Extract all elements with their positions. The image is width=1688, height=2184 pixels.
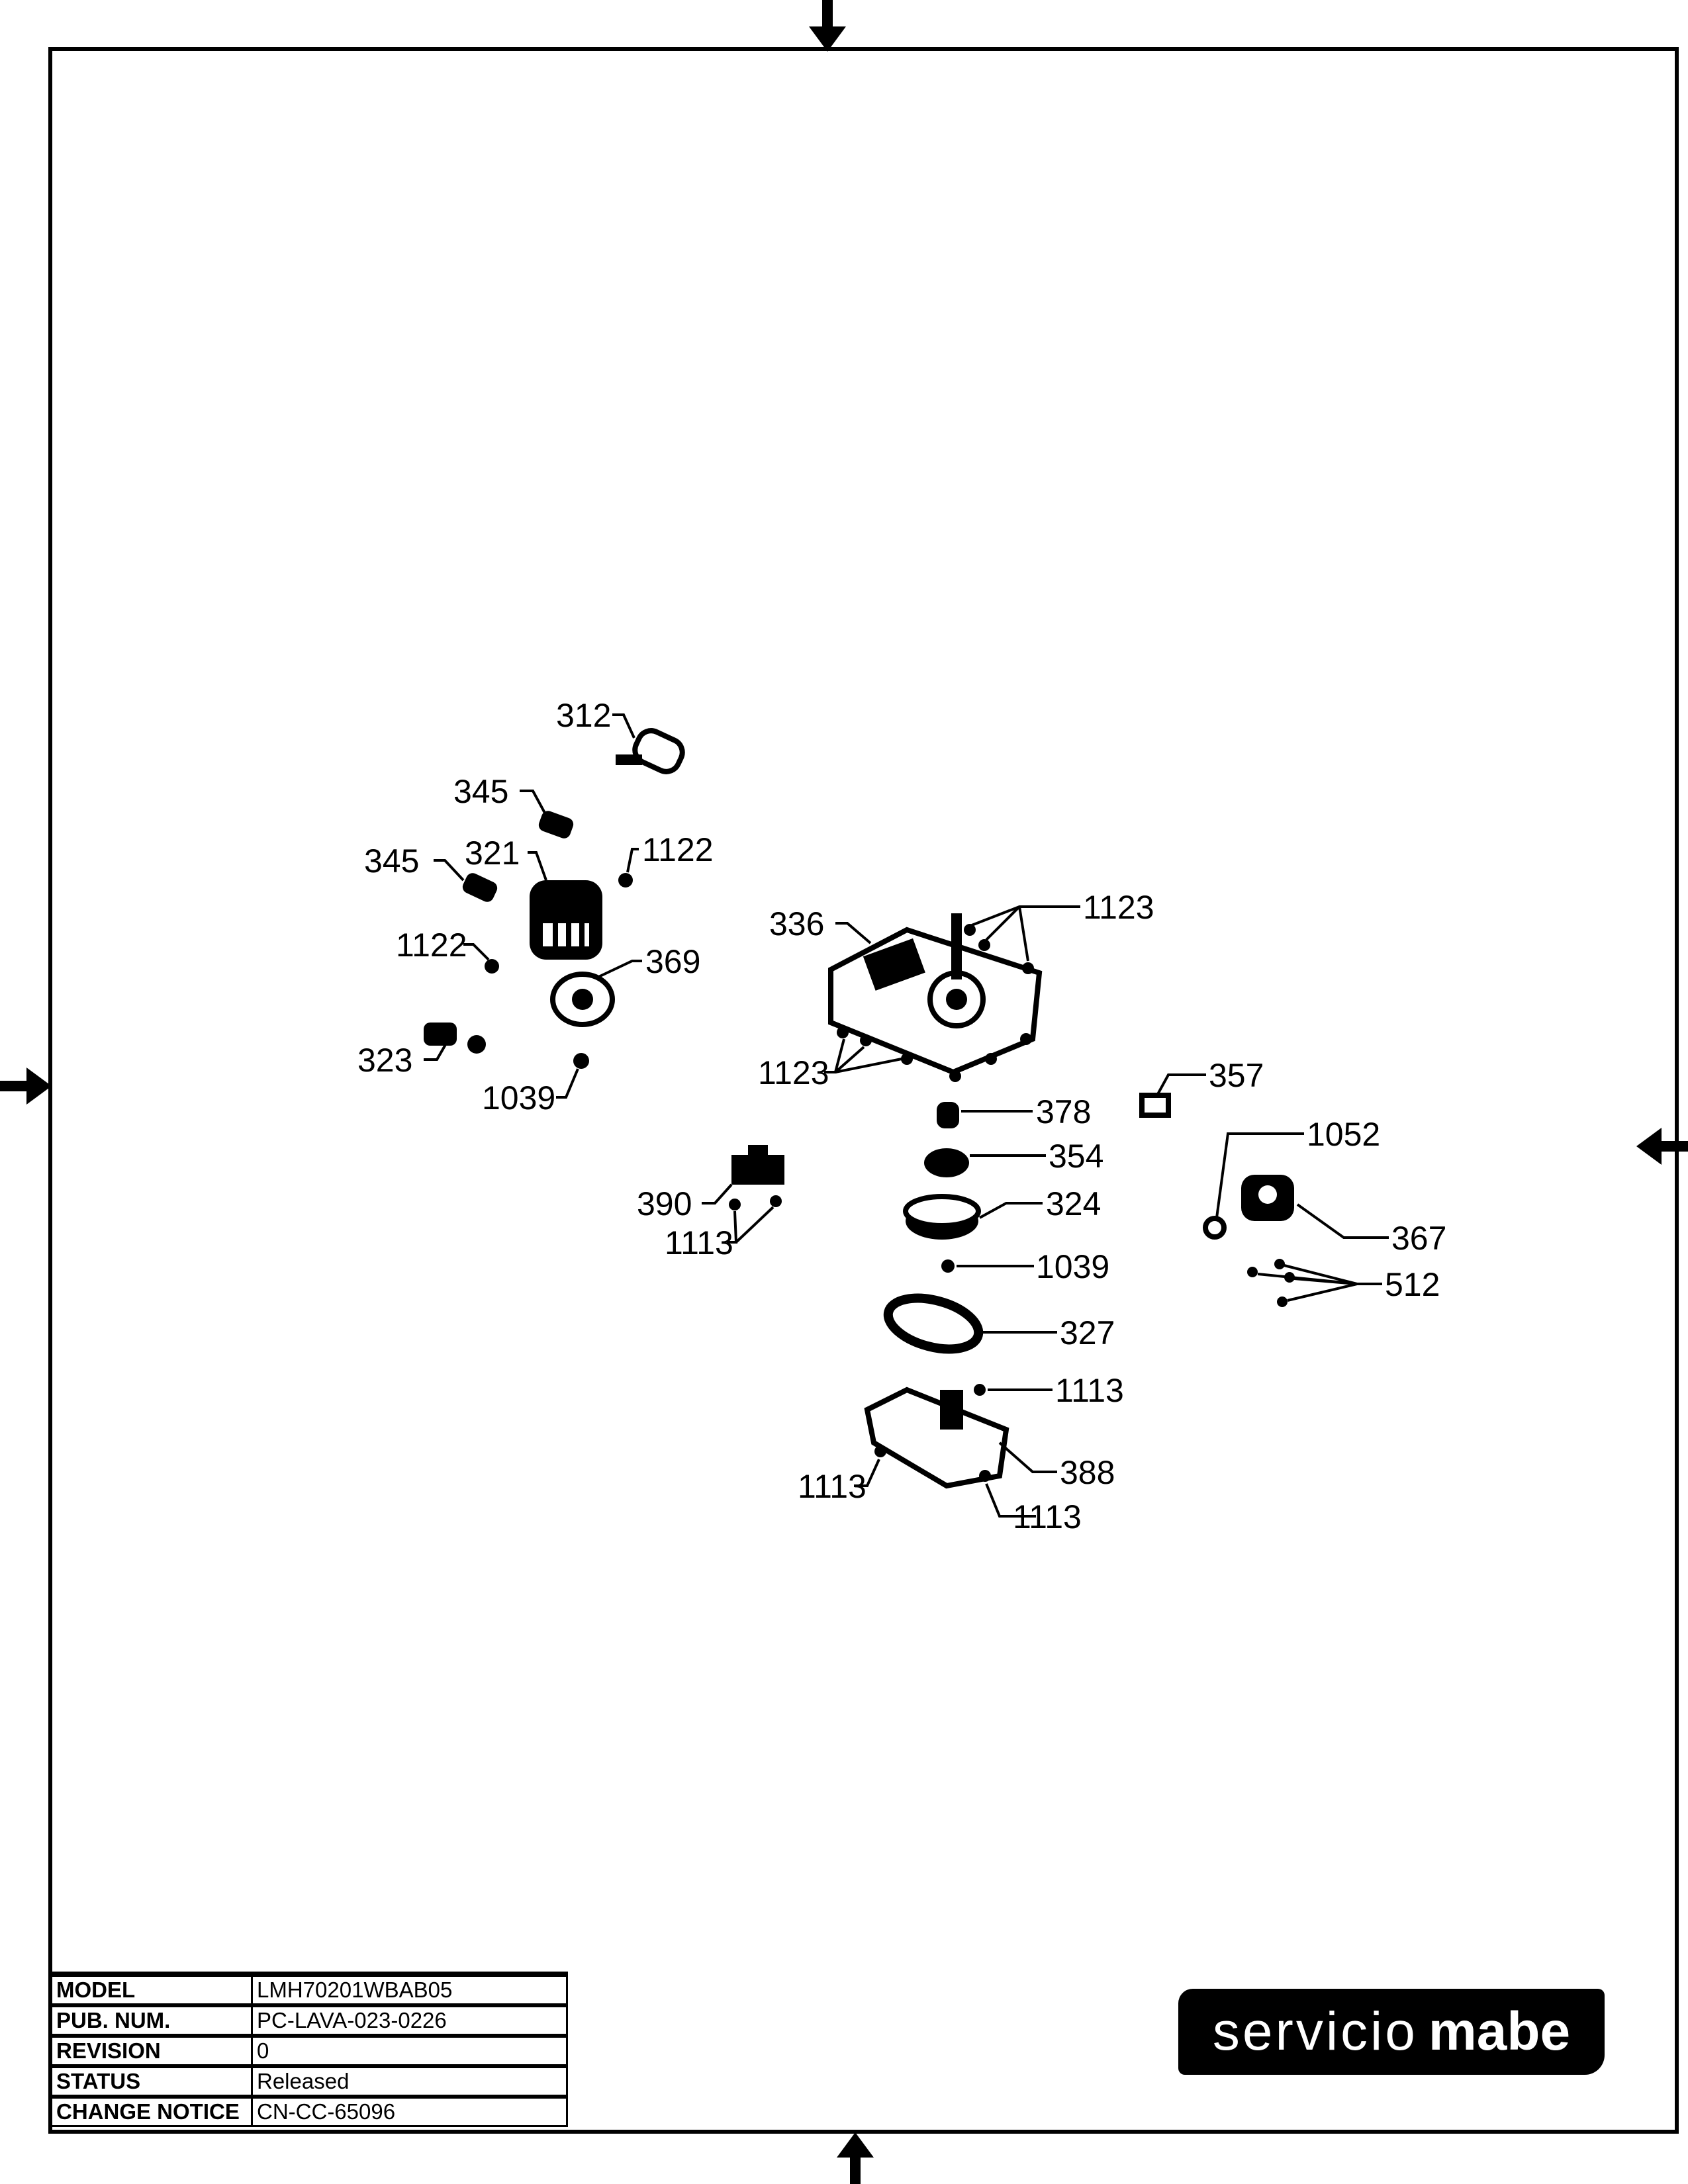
callout-327: 327	[1060, 1314, 1115, 1351]
drawing-border	[48, 47, 1679, 2134]
center-arrow-right	[1636, 1128, 1688, 1165]
callout-321: 321	[465, 835, 520, 872]
part-357-switch	[1139, 1093, 1171, 1118]
part-1113-screws	[729, 1195, 991, 1482]
model-value: LMH70201WBAB05	[251, 1973, 568, 2007]
part-345-bracket	[462, 873, 498, 902]
callout-312: 312	[556, 697, 611, 734]
part-1122-screw	[618, 873, 633, 887]
callout-378: 378	[1036, 1093, 1091, 1130]
callout-1113: 1113	[665, 1224, 733, 1261]
part-1052-clamp	[1203, 1216, 1227, 1240]
part-1123-screws	[837, 924, 1034, 1082]
part-321-motor	[530, 880, 602, 960]
callout-336: 336	[769, 905, 824, 942]
callout-345: 345	[364, 842, 419, 880]
center-arrow-bottom	[837, 2132, 874, 2184]
callout-390: 390	[637, 1185, 692, 1222]
leader-lines	[424, 713, 1389, 1518]
callout-324: 324	[1046, 1185, 1101, 1222]
part-345-bracket	[538, 811, 574, 839]
callout-1039: 1039	[1036, 1248, 1109, 1285]
pub-num-label: PUB. NUM.	[50, 2004, 253, 2037]
callout-1113: 1113	[798, 1468, 867, 1505]
callout-1113: 1113	[1055, 1372, 1124, 1409]
part-354-bearing	[924, 1148, 969, 1177]
callout-357: 357	[1209, 1057, 1264, 1094]
callout-1039: 1039	[482, 1079, 555, 1116]
part-1122-screw	[485, 959, 499, 974]
part-312-pulley-shaft	[616, 728, 685, 774]
change-notice-value: CN-CC-65096	[251, 2095, 568, 2127]
servicio-mabe-logo: servicio mabe	[1178, 1989, 1605, 2075]
callout-1122: 1122	[642, 831, 714, 868]
part-327-belt	[883, 1293, 984, 1354]
center-arrow-top	[809, 0, 846, 52]
revision-label: REVISION	[50, 2034, 253, 2068]
pub-num-value: PC-LAVA-023-0226	[251, 2004, 568, 2037]
part-336-transmission-plate	[828, 913, 1043, 1075]
status-label: STATUS	[50, 2065, 253, 2098]
callout-512: 512	[1385, 1266, 1440, 1303]
part-1039-nut	[573, 1053, 589, 1069]
part-367-pump	[1241, 1175, 1294, 1221]
model-label: MODEL	[50, 1973, 253, 2007]
center-arrow-left	[0, 1068, 52, 1105]
revision-value: 0	[251, 2034, 568, 2068]
logo-word-mabe: mabe	[1428, 2001, 1571, 2062]
part-324-pulley	[903, 1194, 981, 1240]
callout-354: 354	[1049, 1138, 1103, 1175]
part-1039-nut	[941, 1259, 955, 1273]
part-378-coupling	[937, 1102, 959, 1128]
change-notice-label: CHANGE NOTICE	[50, 2095, 253, 2127]
callout-369: 369	[645, 943, 700, 980]
callout-1122: 1122	[396, 927, 467, 964]
callout-1113: 1113	[1013, 1498, 1082, 1535]
part-369-fan	[550, 972, 615, 1027]
callout-367: 367	[1391, 1220, 1446, 1257]
part-323-capacitor	[424, 1023, 486, 1054]
part-390-valve	[731, 1145, 784, 1185]
callout-1123: 1123	[758, 1054, 829, 1091]
callout-1123: 1123	[1083, 889, 1154, 926]
logo-word-servicio: servicio	[1212, 2001, 1418, 2062]
callout-1052: 1052	[1307, 1116, 1380, 1153]
callout-388: 388	[1060, 1454, 1115, 1491]
callout-323: 323	[357, 1042, 412, 1079]
callout-345: 345	[453, 773, 508, 810]
status-value: Released	[251, 2065, 568, 2098]
part-388-pump-base	[864, 1387, 1009, 1489]
